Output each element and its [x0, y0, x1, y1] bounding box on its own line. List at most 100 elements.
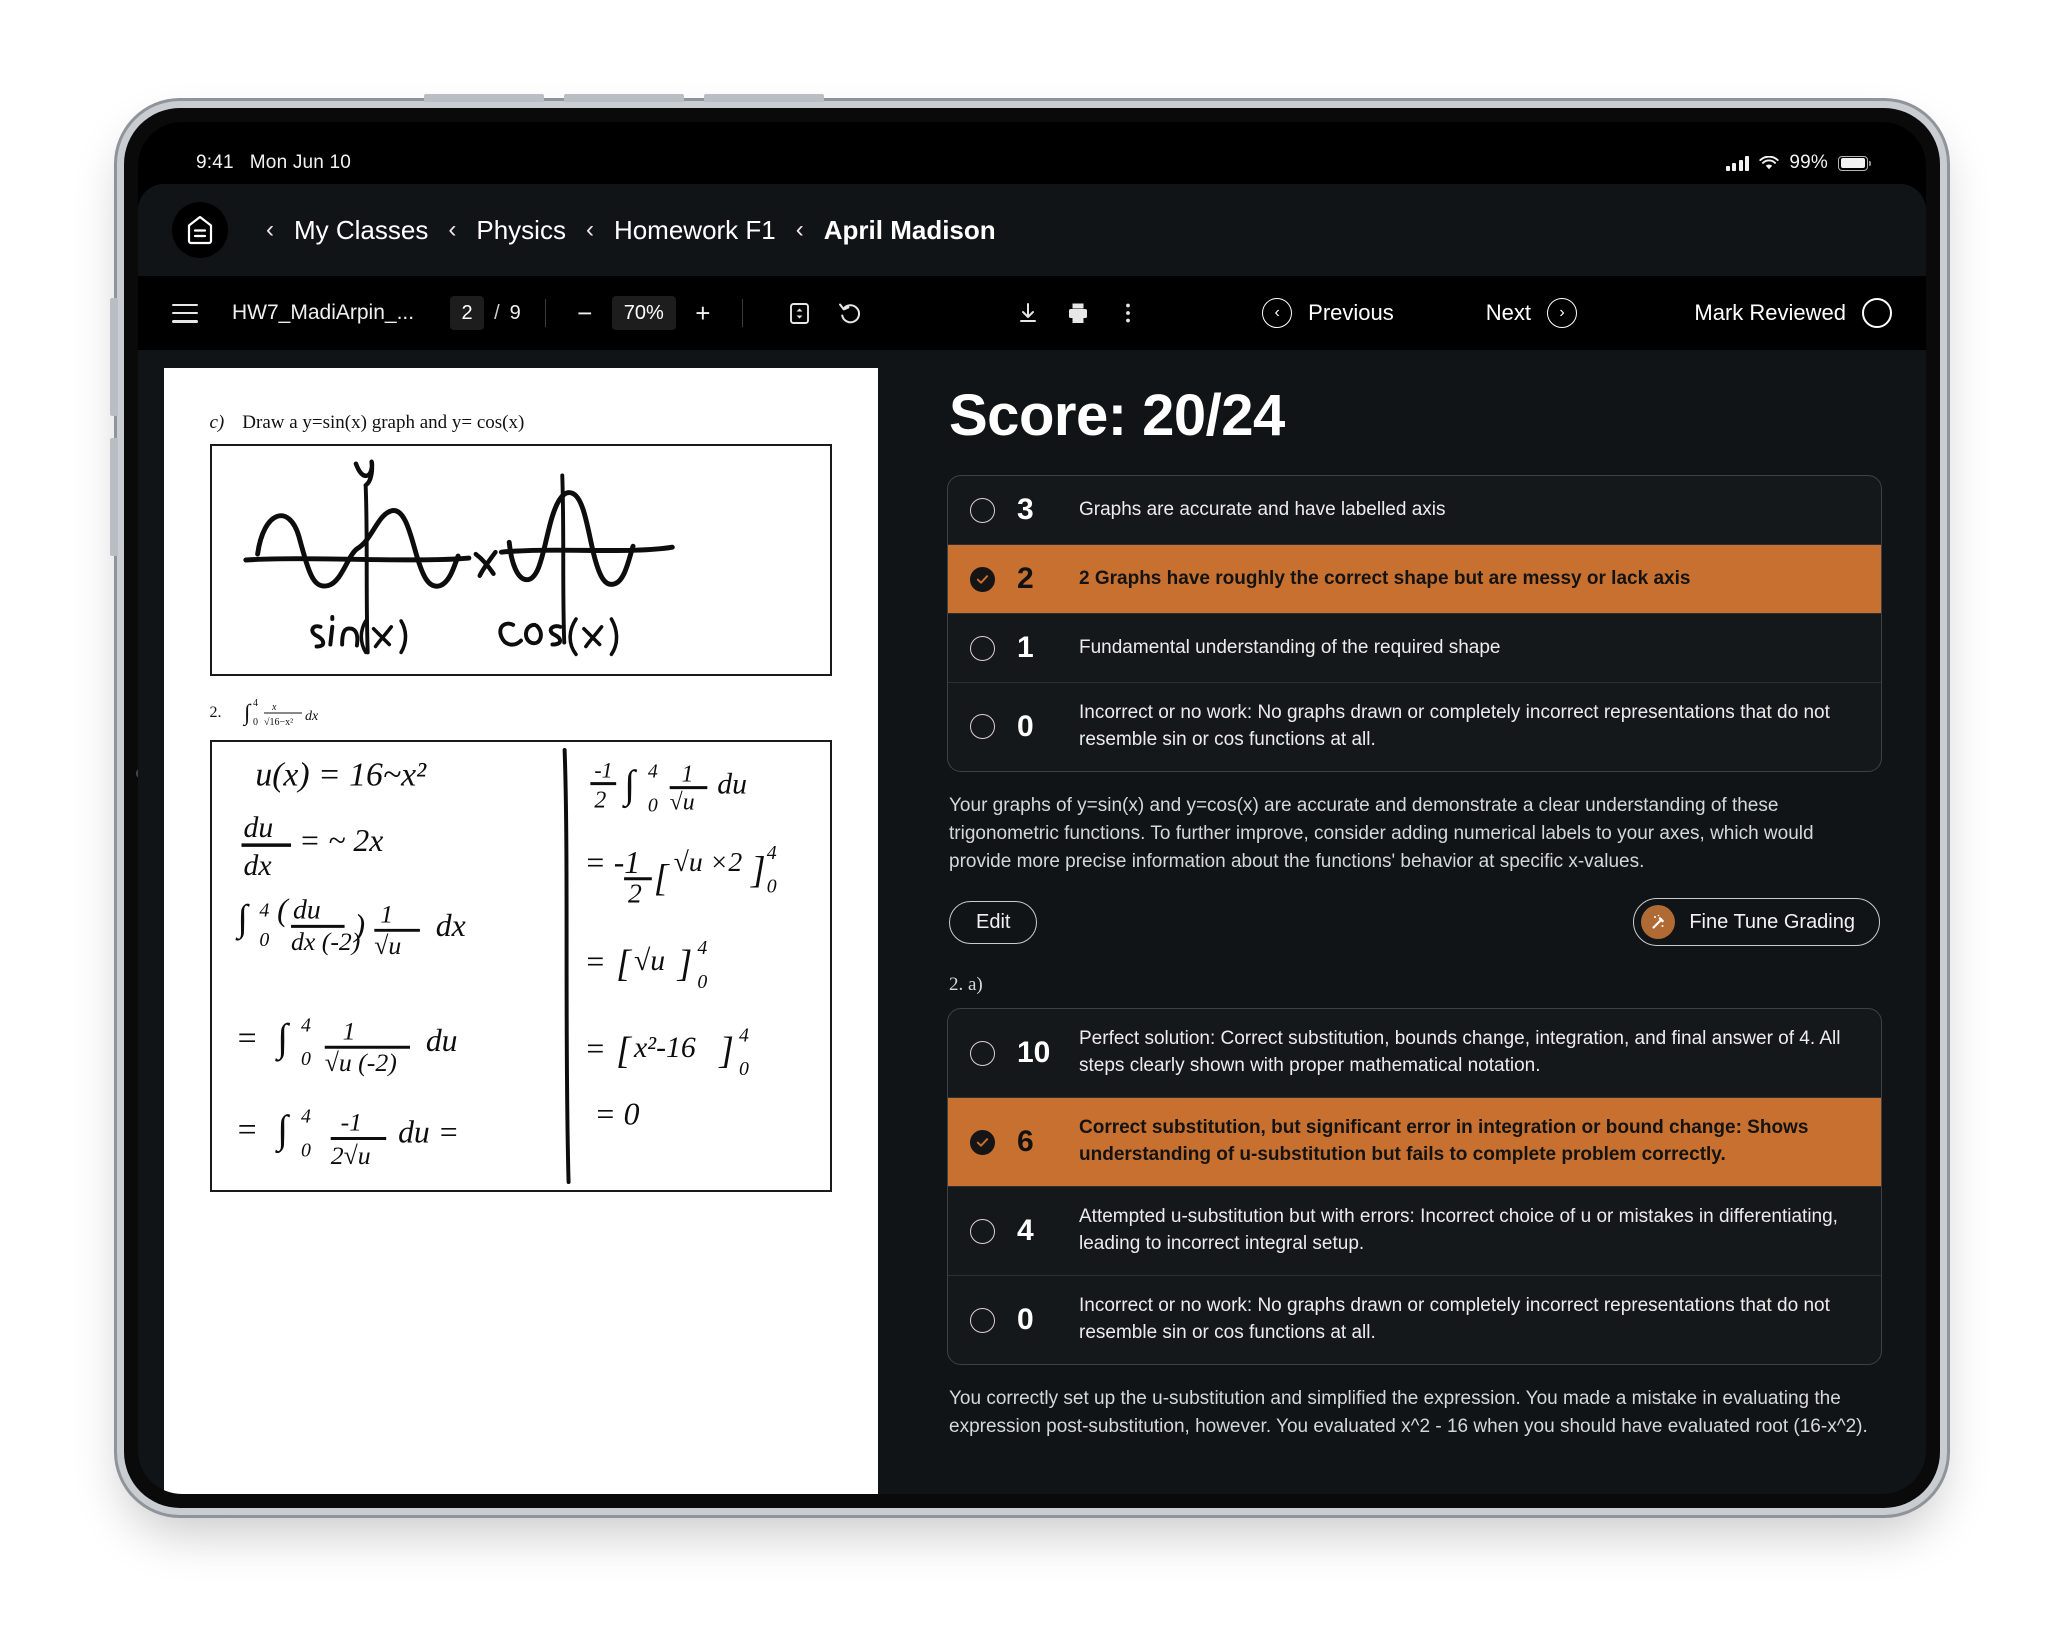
rubric-1-points-0: 3: [1017, 493, 1034, 526]
svg-text:x²-16: x²-16: [632, 1032, 695, 1064]
previous-label: Previous: [1308, 300, 1394, 325]
rubric-1: 3 Graphs are accurate and have labelled …: [947, 475, 1882, 772]
svg-text:=: =: [584, 1031, 605, 1066]
app-window: ‹ My Classes ‹ Physics ‹ Homework F1 ‹ A…: [138, 184, 1926, 1494]
svg-text:0: 0: [253, 717, 258, 728]
check-icon: [976, 1137, 989, 1147]
fit-page-icon[interactable]: [783, 296, 817, 330]
chevron-right-circle-icon: ›: [1547, 298, 1578, 328]
hamburger-menu-icon[interactable]: [172, 303, 198, 323]
question-c-heading: c) Draw a y=sin(x) graph and y= cos(x): [210, 412, 832, 434]
radio-icon[interactable]: [970, 714, 995, 740]
rotate-icon[interactable]: [833, 296, 867, 330]
status-bar-battery-percent: 99%: [1789, 152, 1828, 173]
handwritten-work: u(x) = 16~x² du dx = ~ 2x ∫ 4 0 (: [235, 747, 776, 1185]
edit-button[interactable]: Edit: [949, 900, 1038, 944]
svg-text:= 0: = 0: [594, 1097, 639, 1132]
rubric-2-option-0[interactable]: 10 Perfect solution: Correct substitutio…: [948, 1009, 1881, 1099]
svg-text:4: 4: [766, 842, 776, 864]
previous-button[interactable]: ‹ Previous: [1262, 298, 1394, 328]
mark-reviewed-button[interactable]: Mark Reviewed: [1694, 298, 1892, 328]
status-bar-date: Mon Jun 10: [249, 152, 352, 173]
total-pages: 9: [509, 301, 521, 324]
svg-text:1: 1: [380, 899, 393, 928]
more-options-icon[interactable]: [1111, 296, 1145, 330]
section-2a-label: 2. a): [949, 974, 983, 996]
home-icon[interactable]: [172, 202, 228, 258]
svg-text:x: x: [271, 702, 277, 713]
svg-text:4: 4: [647, 761, 657, 783]
status-bar: 9:41 Mon Jun 10 99%: [138, 144, 1926, 182]
breadcrumb-separator-0: ‹: [266, 216, 274, 243]
svg-text:√u: √u: [374, 931, 401, 960]
svg-text:∫: ∫: [275, 1016, 290, 1062]
breadcrumb-separator-2: ‹: [585, 216, 594, 243]
rubric-1-option-0[interactable]: 3 Graphs are accurate and have labelled …: [948, 476, 1881, 545]
device-top-button-2: [564, 94, 684, 102]
radio-icon[interactable]: [970, 1218, 995, 1244]
svg-text:√u (-2): √u (-2): [324, 1048, 396, 1077]
breadcrumb-item-physics[interactable]: Physics: [476, 214, 566, 245]
zoom-level[interactable]: 70%: [611, 296, 676, 330]
radio-icon[interactable]: [970, 1040, 995, 1066]
breadcrumb: ‹ My Classes ‹ Physics ‹ Homework F1 ‹ A…: [138, 184, 1926, 276]
svg-text:): ): [352, 908, 365, 943]
fine-tune-grading-label: Fine Tune Grading: [1689, 910, 1855, 933]
radio-icon[interactable]: [970, 1307, 995, 1333]
svg-text:]: ]: [718, 1030, 734, 1072]
svg-text:2: 2: [594, 787, 606, 813]
student-graph-box: [209, 444, 832, 676]
radio-icon[interactable]: [970, 497, 995, 523]
svg-text:du: du: [243, 812, 273, 844]
zoom-in-button[interactable]: +: [695, 298, 711, 328]
svg-text:0: 0: [300, 1139, 310, 1161]
question-c-text: Draw a y=sin(x) graph and y= cos(x): [242, 412, 525, 433]
rubric-2-option-2[interactable]: 4 Attempted u-substitution but with erro…: [948, 1187, 1881, 1277]
breadcrumb-item-student-name[interactable]: April Madison: [823, 214, 996, 245]
svg-text:4: 4: [253, 698, 258, 709]
svg-text:=: =: [235, 1020, 258, 1057]
svg-text:∫: ∫: [622, 763, 637, 809]
status-bar-time: 9:41: [196, 152, 234, 173]
radio-checked-icon[interactable]: [970, 1129, 995, 1155]
rubric-2-option-3[interactable]: 0 Incorrect or no work: No graphs drawn …: [948, 1276, 1881, 1364]
rubric-1-option-1[interactable]: 2 2 Graphs have roughly the correct shap…: [948, 545, 1881, 614]
chevron-left-circle-icon: ‹: [1262, 298, 1293, 328]
rubric-1-points-1: 2: [1017, 562, 1034, 595]
wifi-icon: [1759, 155, 1780, 171]
fine-tune-grading-button[interactable]: Fine Tune Grading: [1633, 898, 1880, 947]
breadcrumb-item-my-classes[interactable]: My Classes: [294, 214, 429, 245]
device-top-button-3: [704, 94, 824, 102]
download-icon[interactable]: [1011, 296, 1045, 330]
svg-text:dx: dx: [435, 908, 465, 943]
radio-checked-icon[interactable]: [970, 566, 995, 592]
rubric-1-option-2[interactable]: 1 Fundamental understanding of the requi…: [948, 614, 1881, 683]
breadcrumb-item-homework-f1[interactable]: Homework F1: [613, 214, 776, 245]
document-pane[interactable]: c) Draw a y=sin(x) graph and y= cos(x): [138, 350, 903, 1494]
rubric-1-text-3: Incorrect or no work: No graphs drawn or…: [1079, 702, 1830, 750]
question-2-integral: ∫ 0 4 x √16−x² dx: [242, 698, 319, 728]
rubric-2: 10 Perfect solution: Correct substitutio…: [947, 1008, 1882, 1366]
current-page-input[interactable]: 2: [450, 296, 485, 330]
rubric-2-option-1[interactable]: 6 Correct substitution, but significant …: [948, 1098, 1881, 1188]
svg-text:√u: √u: [633, 945, 664, 977]
main-body: c) Draw a y=sin(x) graph and y= cos(x): [138, 350, 1926, 1494]
svg-text:= -1: = -1: [584, 845, 640, 880]
svg-text:4: 4: [697, 937, 707, 959]
svg-text:du =: du =: [398, 1114, 459, 1149]
svg-text:4: 4: [739, 1024, 749, 1046]
tablet-screen: 9:41 Mon Jun 10 99%: [138, 122, 1926, 1494]
next-button[interactable]: Next ›: [1486, 298, 1578, 328]
question-c-number: c): [209, 412, 225, 433]
svg-text:-1: -1: [340, 1108, 361, 1137]
device-volume-down-button: [110, 438, 118, 556]
svg-text:[: [: [616, 943, 633, 985]
rubric-1-option-3[interactable]: 0 Incorrect or no work: No graphs drawn …: [948, 683, 1881, 771]
rubric-2-points-1: 6: [1017, 1125, 1034, 1159]
zoom-out-button[interactable]: −: [577, 298, 593, 328]
svg-text:0: 0: [259, 929, 269, 951]
radio-icon[interactable]: [970, 635, 995, 661]
breadcrumb-separator-1: ‹: [448, 216, 457, 243]
svg-text:4: 4: [300, 1106, 310, 1128]
print-icon[interactable]: [1061, 296, 1095, 330]
